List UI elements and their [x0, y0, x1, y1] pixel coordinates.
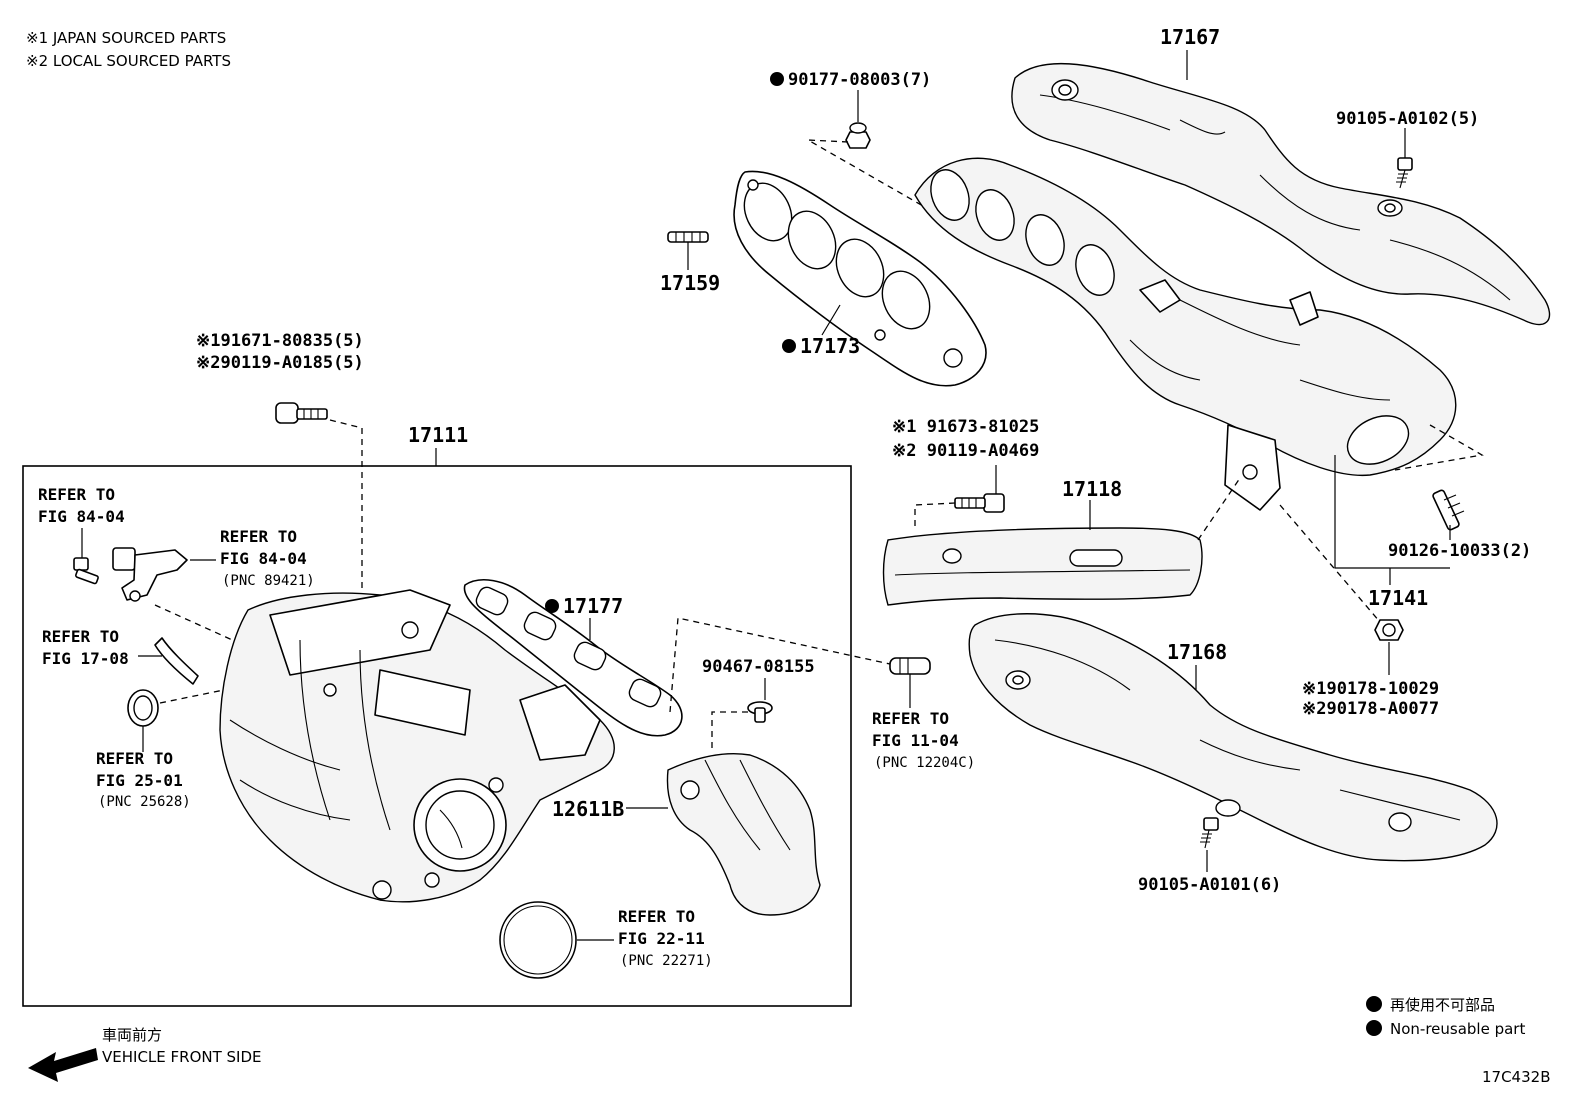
nut-90178 [1374, 619, 1404, 641]
non-reusable-dot [545, 599, 559, 613]
label-90177-08003: 90177-08003(7) [788, 70, 931, 90]
label-91673-81025: ※1 91673-81025 [892, 417, 1039, 437]
label-17173: 17173 [800, 334, 860, 358]
refer-label: REFER TO [872, 709, 949, 728]
label-191671-80835: ※191671-80835(5) [196, 331, 364, 351]
note-japan-sourced: ※1 JAPAN SOURCED PARTS [26, 29, 226, 47]
pnc-12204c: (PNC 12204C) [874, 755, 975, 771]
legend-dot-icon [1366, 1020, 1382, 1036]
label-17141: 17141 [1368, 586, 1428, 610]
intake-manifold [219, 589, 615, 903]
bolt-90105-a0102 [1396, 157, 1413, 189]
legend-en: Non-reusable part [1390, 1020, 1525, 1038]
label-17177: 17177 [563, 594, 623, 618]
label-90105-a0102: 90105-A0102(5) [1336, 109, 1479, 129]
pnc-89421: (PNC 89421) [222, 573, 315, 589]
refer-label: REFER TO [618, 907, 695, 926]
label-90467-08155: 90467-08155 [702, 657, 815, 677]
label-17159: 17159 [660, 271, 720, 295]
heat-insulator-17167 [1011, 62, 1551, 326]
bolt-90105-a0101 [1200, 817, 1219, 849]
exhaust-manifold-17141 [914, 157, 1457, 511]
refer-fig-11-04: FIG 11-04 [872, 731, 959, 750]
label-12611b: 12611B [552, 797, 624, 821]
label-17168: 17168 [1167, 640, 1227, 664]
stud-17159 [667, 231, 709, 243]
refer-fig-84-04-b: FIG 84-04 [220, 549, 307, 568]
label-17167: 17167 [1160, 25, 1220, 49]
nut-90177-08003 [845, 122, 871, 149]
refer-fig-25-01: FIG 25-01 [96, 771, 183, 790]
label-190178-10029: ※190178-10029 [1302, 679, 1439, 699]
refer-fig-84-04: FIG 84-04 [38, 507, 125, 526]
label-17111: 17111 [408, 423, 468, 447]
direction-jp: 車両前方 [102, 1026, 162, 1044]
gasket-17177 [463, 579, 683, 737]
o-ring-22271 [499, 901, 577, 979]
non-reusable-dot [782, 339, 796, 353]
fitting-12204c [889, 657, 931, 675]
heat-insulator-17168 [968, 613, 1498, 862]
refer-fig-17-08: FIG 17-08 [42, 649, 129, 668]
pnc-25628: (PNC 25628) [98, 794, 191, 810]
direction-en: VEHICLE FRONT SIDE [102, 1048, 262, 1066]
refer-label: REFER TO [38, 485, 115, 504]
label-90119-a0469: ※2 90119-A0469 [892, 441, 1039, 461]
label-290119-a0185: ※290119-A0185(5) [196, 353, 364, 373]
pnc-22271: (PNC 22271) [620, 953, 713, 969]
front-direction-arrow-icon [28, 1048, 98, 1082]
non-reusable-dot [770, 72, 784, 86]
label-90105-a0101: 90105-A0101(6) [1138, 875, 1281, 895]
figure-code: 17C432B [1482, 1068, 1550, 1086]
assembly-box-17111 [22, 465, 852, 1007]
gasket-17173 [733, 170, 987, 387]
bracket-17118 [882, 527, 1203, 606]
sensor-89421 [112, 547, 188, 602]
insulator-12611b [666, 752, 821, 916]
clamp-25628 [127, 689, 159, 727]
note-local-sourced: ※2 LOCAL SOURCED PARTS [26, 52, 231, 70]
stud-90126-10033 [1432, 489, 1465, 531]
bolt-91671-80835 [275, 402, 328, 424]
refer-label: REFER TO [96, 749, 173, 768]
bolt-small [73, 557, 99, 585]
legend-jp: 再使用不可部品 [1390, 996, 1495, 1014]
bolt-91673 [954, 493, 1005, 513]
label-90126-10033: 90126-10033(2) [1388, 541, 1531, 561]
refer-label: REFER TO [42, 627, 119, 646]
refer-label: REFER TO [220, 527, 297, 546]
clip-90467-08155 [747, 701, 773, 723]
label-290178-a0077: ※290178-A0077 [1302, 699, 1439, 719]
refer-fig-22-11: FIG 22-11 [618, 929, 705, 948]
hose [154, 637, 199, 685]
label-17118: 17118 [1062, 477, 1122, 501]
legend-dot-icon [1366, 996, 1382, 1012]
